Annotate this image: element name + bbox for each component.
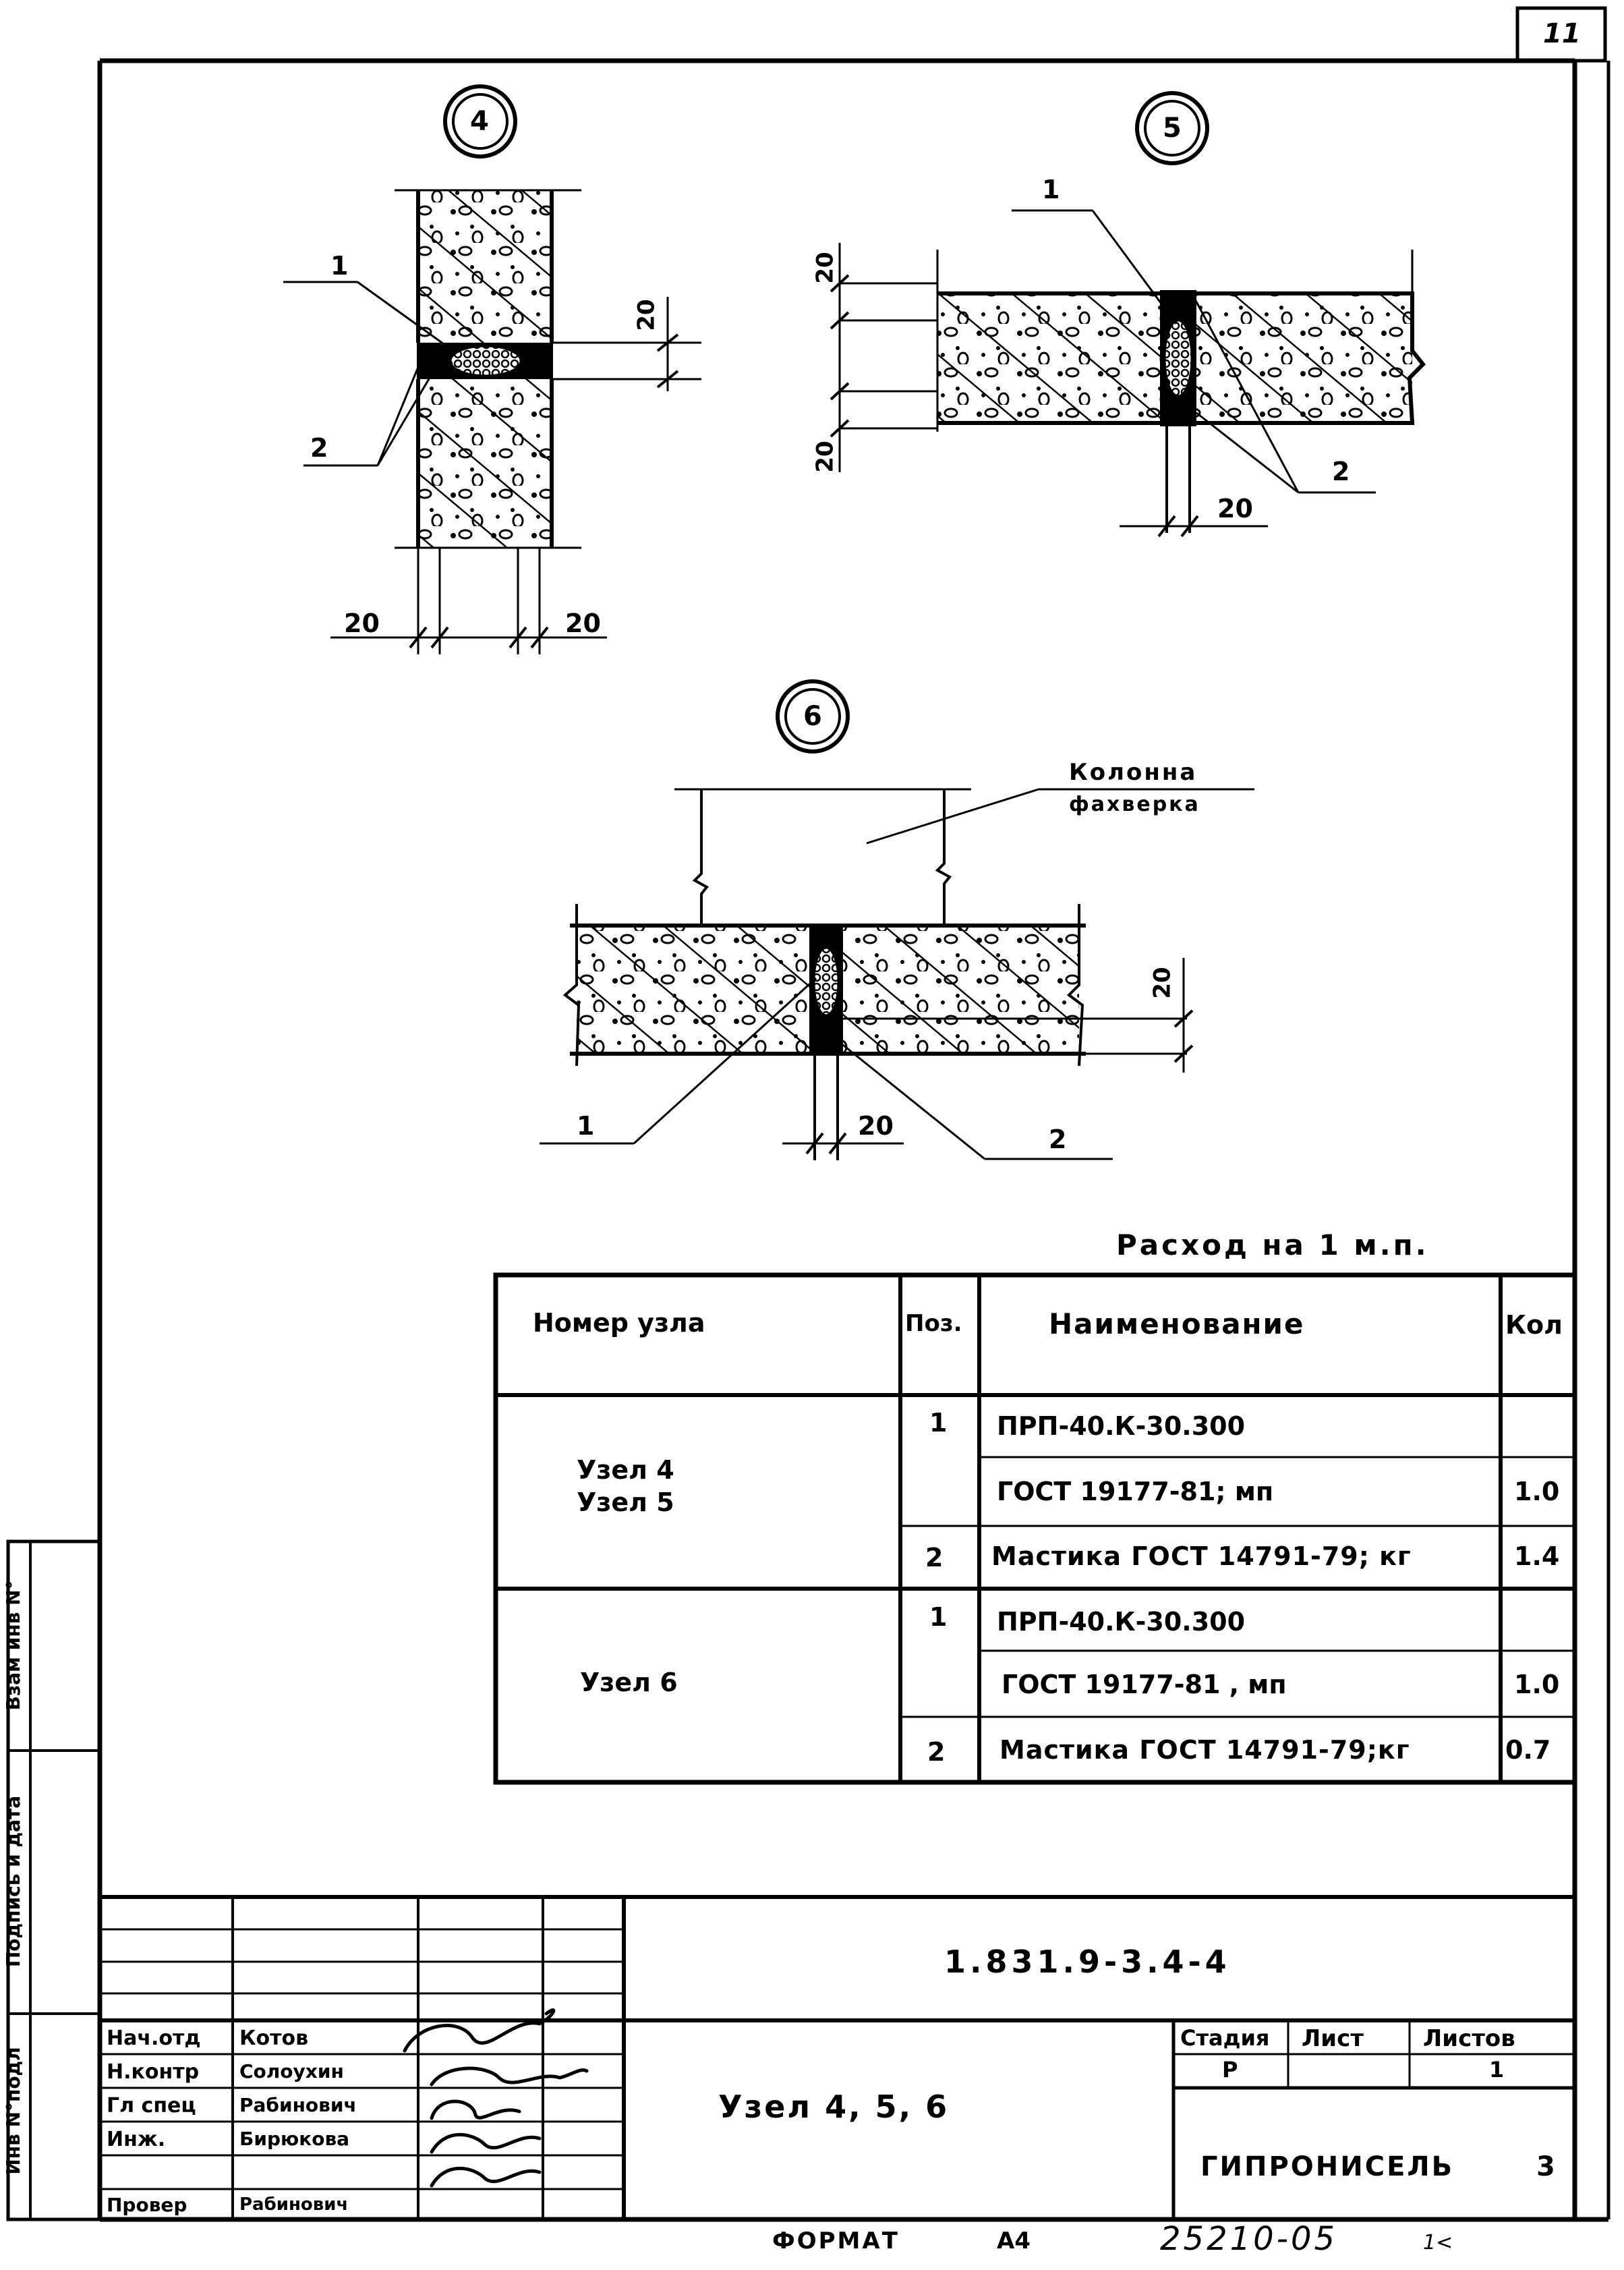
sig-role-4: Инж.	[107, 2128, 166, 2151]
strip-label-vzam-inv: Взам инв N°	[2, 1580, 24, 1711]
sheets-value: 1	[1489, 2057, 1505, 2082]
sheet-header: Лист	[1302, 2025, 1364, 2052]
group-1-node-line-2: Узел 5	[577, 1487, 674, 1517]
node-5-pos-2: 2	[1332, 457, 1350, 486]
node-5-dim-bottom: 20	[811, 441, 839, 473]
title-block-grid	[100, 1895, 1575, 2219]
node-6-drawing	[540, 679, 1254, 1160]
header-node: Номер узла	[533, 1308, 705, 1338]
sig-role-1: Нач.отд	[107, 2026, 201, 2050]
group-1-row-1-name: ПРП-40.К-30.300	[997, 1411, 1246, 1441]
strip-label-inv-podl: Инв N°подл	[2, 2047, 24, 2175]
node-5-pos-1: 1	[1042, 175, 1060, 204]
group-1-row-3-name: Мастика ГОСТ 14791-79; кг	[991, 1541, 1412, 1571]
group-2-node-line-1: Узел 6	[580, 1668, 678, 1697]
page-number: 11	[1543, 18, 1581, 49]
group-1-node-line-1: Узел 4	[577, 1455, 674, 1485]
drawing-title: Узел 4, 5, 6	[718, 2089, 950, 2125]
signature-marks	[403, 2008, 589, 2188]
node-6-column-label-2: фахверка	[1069, 793, 1200, 816]
group-2-row-1-name: ПРП-40.К-30.300	[997, 1607, 1246, 1637]
group-2-row-3-qty: 0.7	[1505, 1735, 1551, 1765]
archive-suffix: 1<	[1423, 2231, 1453, 2254]
group-1-row-3-qty: 1.4	[1514, 1541, 1560, 1571]
node-4-pos-1: 1	[330, 251, 349, 281]
node-5-dim-joint: 20	[1217, 494, 1253, 523]
organization: ГИПРОНИСЕЛЬ	[1200, 2151, 1455, 2182]
node-6-dim-joint: 20	[858, 1111, 894, 1141]
sig-role-5: Провер	[107, 2194, 187, 2216]
node-6-pos-1: 1	[577, 1111, 595, 1141]
org-suffix: 3	[1536, 2151, 1555, 2182]
sheets-header: Листов	[1423, 2025, 1515, 2052]
group-2-row-3-pos: 2	[927, 1737, 946, 1767]
node-5-marker: 5	[1163, 113, 1182, 144]
node-6-dim-side: 20	[1149, 967, 1176, 999]
header-pos: Поз.	[905, 1310, 962, 1337]
node-6-marker: 6	[803, 701, 822, 732]
group-2-row-2-qty: 1.0	[1514, 1670, 1560, 1699]
sig-name-4: Бирюкова	[239, 2128, 350, 2150]
stage-value: Р	[1222, 2057, 1238, 2082]
node-4-dim-left: 20	[344, 608, 380, 638]
format-value: А4	[997, 2228, 1031, 2254]
group-2-row-1-pos: 1	[929, 1602, 948, 1632]
node-4-pos-2: 2	[310, 433, 328, 463]
group-1-row-1-pos: 1	[929, 1408, 948, 1438]
node-5-dim-top: 20	[811, 252, 839, 284]
node-6-pos-2: 2	[1049, 1125, 1067, 1154]
consumption-table-grid	[493, 1272, 1577, 1785]
sig-role-2: Н.контр	[107, 2060, 200, 2084]
sig-role-3: Гл спец	[107, 2094, 196, 2118]
designation: 1.831.9-3.4-4	[944, 1943, 1231, 1980]
node-4-marker: 4	[470, 106, 489, 137]
sig-name-1: Котов	[239, 2026, 309, 2050]
header-qty: Кол	[1505, 1310, 1563, 1340]
group-1-row-2-qty: 1.0	[1514, 1477, 1560, 1506]
left-strip	[6, 1539, 102, 2221]
sig-name-2: Солоухин	[239, 2060, 344, 2082]
group-2-row-3-name: Мастика ГОСТ 14791-79;кг	[999, 1735, 1410, 1765]
node-4-dim-right: 20	[565, 608, 601, 638]
strip-label-signature-date: Подпись и дата	[2, 1795, 24, 1968]
sig-name-3: Рабинович	[239, 2094, 357, 2116]
node-6-column-label-1: Колонна	[1069, 759, 1198, 786]
node-4-dim-joint: 20	[633, 299, 660, 331]
node-5-drawing	[830, 91, 1426, 538]
node-4-drawing	[283, 84, 701, 654]
consumption-title: Расход на 1 м.п.	[1116, 1228, 1429, 1261]
group-1-row-2-name: ГОСТ 19177-81; мп	[997, 1477, 1274, 1506]
sig-name-5: Рабинович	[239, 2194, 349, 2215]
group-2-row-2-name: ГОСТ 19177-81 , мп	[1002, 1670, 1287, 1699]
group-1-row-3-pos: 2	[925, 1543, 944, 1572]
stage-header: Стадия	[1180, 2025, 1270, 2051]
archive-number: 25210-05	[1160, 2220, 1338, 2258]
header-name: Наименование	[1049, 1307, 1305, 1340]
format-label: ФОРМАТ	[772, 2228, 900, 2254]
